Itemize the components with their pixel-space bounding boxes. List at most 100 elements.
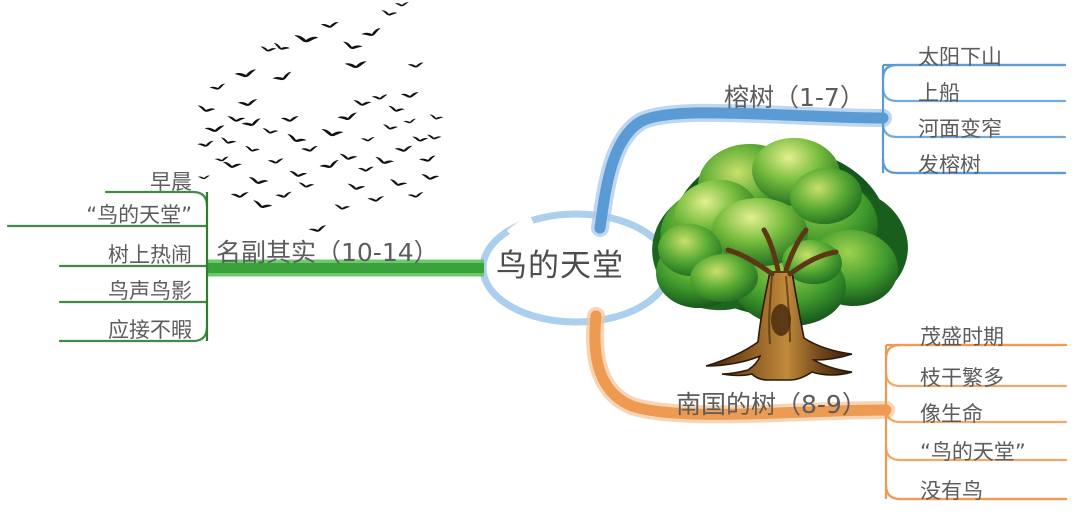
bird-silhouette [353, 100, 372, 106]
bird-silhouette [298, 182, 315, 188]
bird-silhouette [321, 129, 344, 137]
leaf-label-rongshu-2[interactable]: 河面变窄 [918, 117, 1002, 141]
bird-silhouette [214, 156, 229, 162]
bird-silhouette [253, 200, 273, 209]
bird-silhouette [220, 137, 237, 144]
bird-silhouette [234, 69, 257, 78]
trunk-core [594, 107, 889, 234]
bird-silhouette [248, 176, 269, 184]
bird-silhouette [389, 179, 408, 186]
bird-silhouette [371, 94, 388, 100]
bird-silhouette [294, 35, 319, 43]
leaf-underline-first [884, 343, 1068, 361]
bird-silhouette [394, 145, 413, 152]
leaf-label-mingfuqishi-2[interactable]: 树上热闹 [108, 243, 192, 267]
bird-silhouette [421, 174, 440, 180]
bird-silhouette [337, 112, 357, 120]
leaf-underline-first [881, 63, 1067, 81]
bird-silhouette [227, 116, 246, 122]
branch-connector-rongshu [881, 63, 1067, 175]
bird-silhouette [360, 137, 375, 142]
leaf-underline [881, 121, 1067, 139]
bird-silhouette [343, 41, 363, 49]
bird-silhouette [419, 155, 436, 162]
foliage-blob [690, 253, 758, 303]
bird-silhouette [334, 204, 351, 210]
tree-branches [725, 227, 839, 277]
leaf-underline [884, 444, 1068, 462]
leaf-label-mingfuqishi-0[interactable]: 早晨 [150, 170, 192, 194]
bird-silhouette [230, 192, 249, 198]
leaf-label-nanguodeshu-4[interactable]: 没有鸟 [920, 479, 983, 503]
bird-silhouette [209, 83, 226, 90]
branch-label-nanguodeshu[interactable]: 南国的树（8-9） [676, 390, 867, 419]
bird-silhouette [388, 105, 405, 112]
bird-silhouette [394, 2, 409, 7]
foliage-blob [712, 197, 808, 267]
bird-silhouette [237, 99, 258, 106]
bird-silhouette [280, 116, 299, 122]
branch-label-rongshu[interactable]: 榕树（1-7） [724, 83, 865, 112]
bird-silhouette [407, 192, 424, 198]
bird-silhouette [308, 225, 327, 232]
bird-silhouette [375, 156, 395, 164]
leaf-underline [884, 406, 1068, 424]
bird-silhouette [197, 105, 216, 112]
leaf-label-mingfuqishi-3[interactable]: 鸟声鸟影 [108, 279, 192, 303]
bird-silhouette [287, 134, 307, 143]
bird-silhouette [262, 128, 279, 134]
bird-silhouette [407, 62, 424, 68]
bird-silhouette [361, 28, 381, 37]
bird-silhouette [197, 175, 210, 180]
leaf-underline-last [884, 483, 1068, 501]
leaf-label-nanguodeshu-0[interactable]: 茂盛时期 [920, 325, 1004, 349]
leaf-underline [884, 370, 1068, 388]
bird-silhouette [273, 43, 290, 50]
bird-silhouette [260, 46, 277, 52]
trunk-knot [771, 304, 791, 336]
leaf-underline [58, 325, 209, 343]
bird-silhouette [339, 153, 358, 160]
bird-silhouette [275, 191, 292, 198]
branch-connector-mingfuqishi [6, 190, 209, 343]
bird-silhouette [367, 196, 384, 202]
bird-silhouette [427, 134, 442, 140]
central-node-label[interactable]: 鸟的天堂 [496, 248, 624, 284]
bird-silhouette [319, 160, 339, 169]
bird-silhouette [222, 161, 242, 168]
bird-silhouette [289, 171, 308, 177]
leaf-label-rongshu-0[interactable]: 太阳下山 [918, 45, 1002, 69]
bird-silhouette [320, 22, 339, 28]
leaf-label-rongshu-3[interactable]: 发榕树 [918, 153, 981, 177]
bird-silhouette [381, 10, 398, 16]
leaf-label-nanguodeshu-2[interactable]: 像生命 [920, 402, 983, 426]
bird-silhouette [204, 125, 225, 132]
bird-silhouette [241, 118, 261, 127]
bird-silhouette [245, 145, 260, 152]
bird-silhouette [344, 61, 367, 69]
leaf-label-mingfuqishi-1[interactable]: “鸟的天堂” [86, 203, 192, 227]
leaf-label-nanguodeshu-3[interactable]: “鸟的天堂” [920, 440, 1026, 464]
leaf-label-nanguodeshu-1[interactable]: 枝干繁多 [920, 366, 1004, 390]
branch-label-mingfuqishi[interactable]: 名副其实（10-14） [216, 238, 439, 267]
leaf-label-rongshu-1[interactable]: 上船 [918, 81, 960, 105]
bird-silhouette [272, 71, 292, 81]
bird-silhouette [357, 166, 374, 172]
leaf-underline [881, 85, 1067, 103]
leaf-label-mingfuqishi-4[interactable]: 应接不暇 [108, 318, 192, 342]
trunk-core [589, 310, 892, 420]
bird-silhouette [347, 183, 366, 190]
bird-silhouette [400, 92, 419, 98]
leaf-underline [104, 190, 209, 208]
leaf-underline-last [881, 157, 1067, 175]
bird-silhouette [412, 136, 429, 142]
branch-connector-nanguodeshu [884, 343, 1068, 501]
bird-silhouette [197, 140, 214, 147]
foliage-blob [790, 167, 862, 225]
bird-silhouette [301, 146, 318, 152]
ellipse-gap [506, 215, 534, 238]
